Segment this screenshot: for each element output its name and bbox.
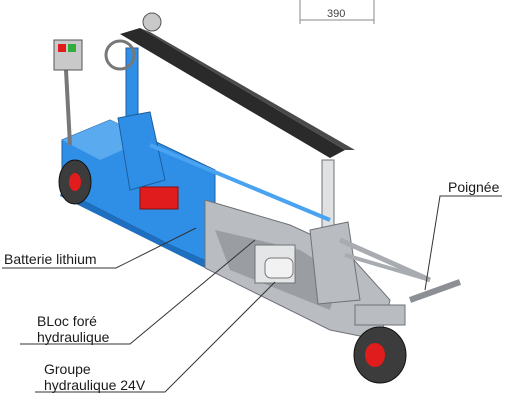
label-block-line1: BLoc foré (37, 313, 97, 329)
label-battery: Batterie lithium (4, 251, 97, 267)
label-group-line1: Groupe (44, 361, 91, 377)
battery-block (139, 186, 179, 210)
rear-post (309, 159, 361, 305)
front-wheel (58, 159, 92, 205)
dimension-label: 390 (327, 8, 345, 20)
label-group-line2: hydraulique 24V (44, 377, 146, 393)
chassis-grey (204, 199, 391, 341)
blue-mast (117, 47, 166, 191)
top-beam (104, 12, 355, 158)
handle-bar (338, 237, 462, 303)
leader-lines (2, 195, 502, 393)
control-panel (53, 39, 83, 146)
dimension-390: 390 (299, 0, 375, 24)
label-handle: Poignée (448, 179, 500, 195)
rear-wheel (353, 304, 407, 384)
blue-rod (149, 143, 331, 222)
label-block-line2: hydraulique (37, 329, 110, 345)
